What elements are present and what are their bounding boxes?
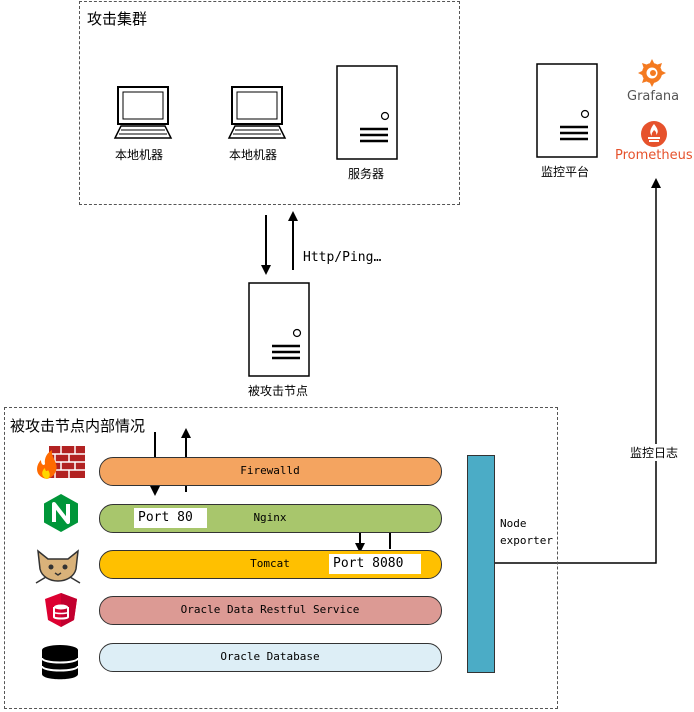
layer-label-tomcat: Tomcat bbox=[250, 557, 290, 570]
node-exporter-label-2: exporter bbox=[500, 534, 553, 547]
port-8080-label: Port 8080 bbox=[329, 554, 421, 574]
tomcat-icon bbox=[32, 545, 84, 585]
nginx-icon bbox=[43, 493, 79, 533]
node-exporter-bar bbox=[467, 455, 495, 673]
layer-label-firewalld: Firewalld bbox=[240, 464, 300, 477]
grafana-label: Grafana bbox=[627, 89, 680, 104]
server-icon bbox=[536, 63, 598, 158]
target-node-label: 被攻击节点 bbox=[248, 384, 309, 398]
internals-region bbox=[4, 407, 558, 709]
prometheus-icon bbox=[640, 120, 668, 148]
pc2-label: 本地机器 bbox=[229, 148, 278, 162]
grafana-icon bbox=[637, 58, 667, 88]
desktop-computer-icon bbox=[227, 86, 287, 141]
layer-label-nginx: Nginx bbox=[253, 511, 287, 524]
monitor-log-label: 监控日志 bbox=[630, 444, 679, 461]
desktop-computer-icon bbox=[113, 86, 173, 141]
layer-label-oracle-rest: Oracle Data Restful Service bbox=[180, 603, 360, 616]
protocol-label: Http/Ping… bbox=[303, 250, 382, 265]
server-label: 服务器 bbox=[348, 167, 385, 181]
layer-oracle-db bbox=[99, 643, 442, 672]
monitor-label: 监控平台 bbox=[541, 165, 590, 179]
attack-cluster-region bbox=[79, 1, 460, 205]
prometheus-label: Prometheus bbox=[615, 148, 693, 163]
server-icon bbox=[336, 65, 398, 160]
internals-title: 被攻击节点内部情况 bbox=[10, 417, 146, 435]
attack-cluster-title: 攻击集群 bbox=[87, 10, 148, 28]
layer-firewalld bbox=[99, 457, 442, 486]
layer-label-oracle-db: Oracle Database bbox=[220, 650, 320, 663]
port-80-label: Port 80 bbox=[134, 508, 207, 528]
node-exporter-label-1: Node bbox=[500, 517, 527, 530]
layer-oracle-rest bbox=[99, 596, 442, 625]
monitor-log-line bbox=[495, 178, 661, 564]
oracle-rest-icon bbox=[44, 592, 78, 628]
pc1-label: 本地机器 bbox=[115, 148, 164, 162]
firewall-icon bbox=[35, 444, 87, 480]
server-icon bbox=[248, 282, 310, 377]
database-icon bbox=[40, 643, 80, 681]
